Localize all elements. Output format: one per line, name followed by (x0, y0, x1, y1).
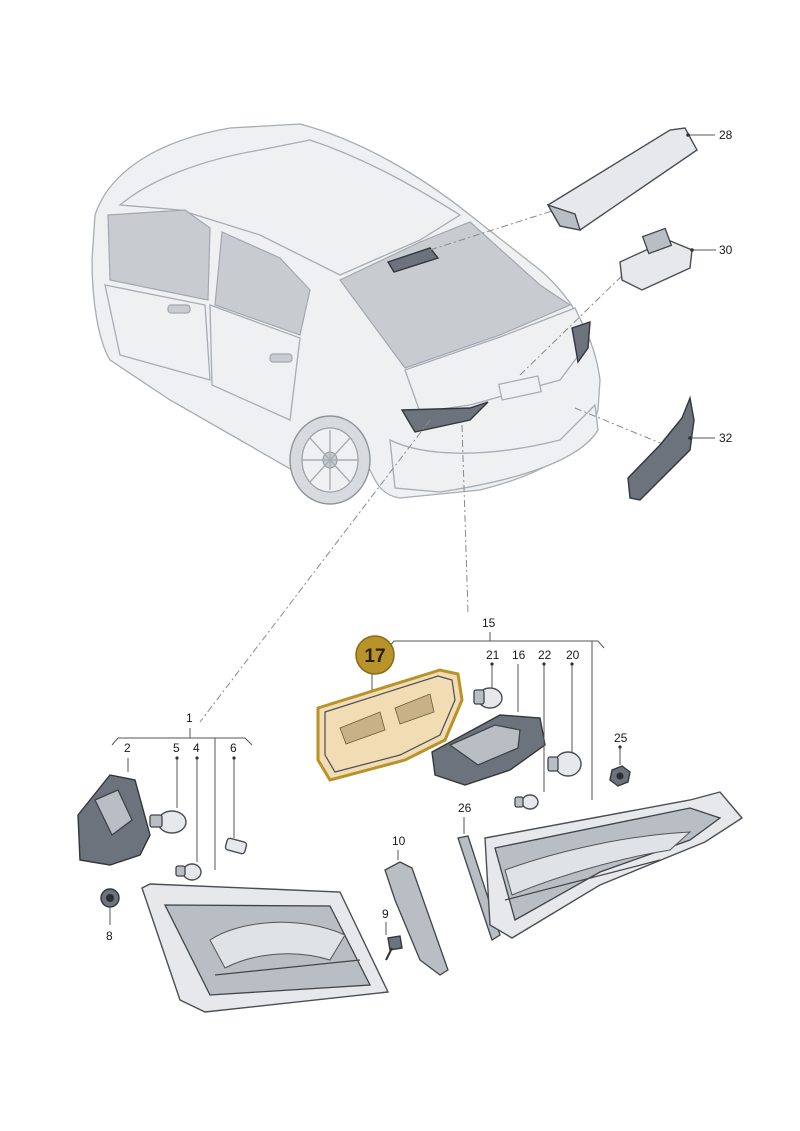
part-32-bracket: 32 (627, 395, 733, 501)
callout-17: 17 (364, 646, 385, 667)
callout-6: 6 (230, 741, 237, 755)
location-lines (199, 209, 666, 723)
car-rear-wheel (289, 415, 371, 505)
callout-20: 20 (566, 648, 580, 662)
callout-22: 22 (538, 648, 552, 662)
car-tail-light-left (400, 401, 489, 433)
part-21-bulb: 21 (473, 648, 503, 709)
part-5-bulb: 5 (149, 741, 187, 834)
right-tail-lamp (484, 791, 744, 939)
part-25-nut: 25 (609, 731, 631, 787)
part-16-bulb-carrier: 16 (431, 648, 546, 786)
car-tail-light-right (571, 321, 591, 364)
part-30-license-plate-lamp: 30 (619, 227, 733, 291)
callout-5: 5 (173, 741, 180, 755)
callout-16: 16 (512, 648, 526, 662)
callout-15: 15 (482, 616, 496, 630)
part-8-grommet: 8 (100, 888, 120, 943)
car-side-window-rear (214, 231, 311, 336)
callout-10: 10 (392, 834, 406, 848)
part-22-bulb: 22 (514, 648, 552, 810)
callout-25: 25 (614, 731, 628, 745)
part-9-screw: 9 (382, 907, 403, 961)
callout-30: 30 (719, 243, 733, 257)
left-tail-lamp (141, 883, 390, 1013)
callout-28: 28 (719, 128, 733, 142)
group-1-bracket: 1 (111, 711, 253, 870)
part-17-gasket-highlighted: 17 (316, 635, 464, 782)
callout-4: 4 (193, 741, 200, 755)
callout-2: 2 (124, 741, 131, 755)
callout-9: 9 (382, 907, 389, 921)
callout-8: 8 (106, 929, 113, 943)
car-side-window-front (107, 209, 211, 301)
part-6-socket: 6 (224, 741, 248, 855)
car-brake-light-slot (386, 247, 440, 273)
part-4-bulb: 4 (175, 741, 202, 881)
part-20-bulb: 20 (547, 648, 582, 777)
part-28-third-brake-light: 28 (546, 127, 733, 231)
part-10-bracket: 10 (384, 834, 449, 976)
callout-26: 26 (458, 801, 472, 815)
callout-1: 1 (186, 711, 193, 725)
car-license-plate-area (498, 375, 542, 401)
callout-17-badge (355, 635, 395, 675)
part-2-bulb-carrier: 2 (77, 741, 151, 866)
callout-32: 32 (719, 431, 733, 445)
car-body (91, 123, 601, 505)
callout-21: 21 (486, 648, 500, 662)
